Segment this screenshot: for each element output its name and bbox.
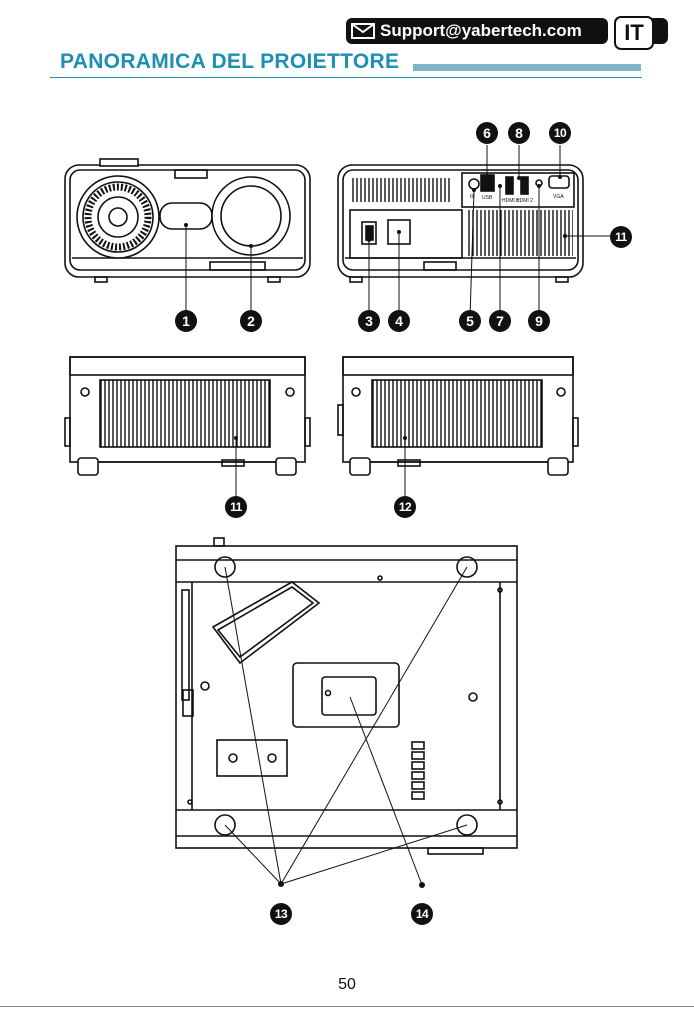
rear-view (338, 165, 583, 282)
side-view-left (65, 357, 310, 475)
vga-label: VGA (553, 194, 564, 200)
usb-label: USB (482, 195, 493, 201)
callout-5: 5 (459, 310, 481, 332)
callout-14: 14 (411, 903, 433, 925)
callout-9: 9 (528, 310, 550, 332)
callout-10: 10 (549, 122, 571, 144)
callout-7: 7 (489, 310, 511, 332)
callout-13: 13 (270, 903, 292, 925)
bottom-rule (0, 1006, 694, 1007)
callout-2: 2 (240, 310, 262, 332)
callout-12: 12 (394, 496, 416, 518)
page-number: 50 (0, 976, 694, 994)
callout-3: 3 (358, 310, 380, 332)
callout-6: 6 (476, 122, 498, 144)
callout-11-side: 11 (225, 496, 247, 518)
ir-label: IR (470, 194, 475, 200)
side-view-right (338, 357, 578, 475)
callout-4: 4 (388, 310, 410, 332)
hdmi2-label: HDMI 2 (516, 198, 533, 204)
callout-11-rear: 11 (610, 226, 632, 248)
bottom-view (176, 538, 517, 854)
callout-1: 1 (175, 310, 197, 332)
callout-8: 8 (508, 122, 530, 144)
front-view (65, 159, 310, 282)
